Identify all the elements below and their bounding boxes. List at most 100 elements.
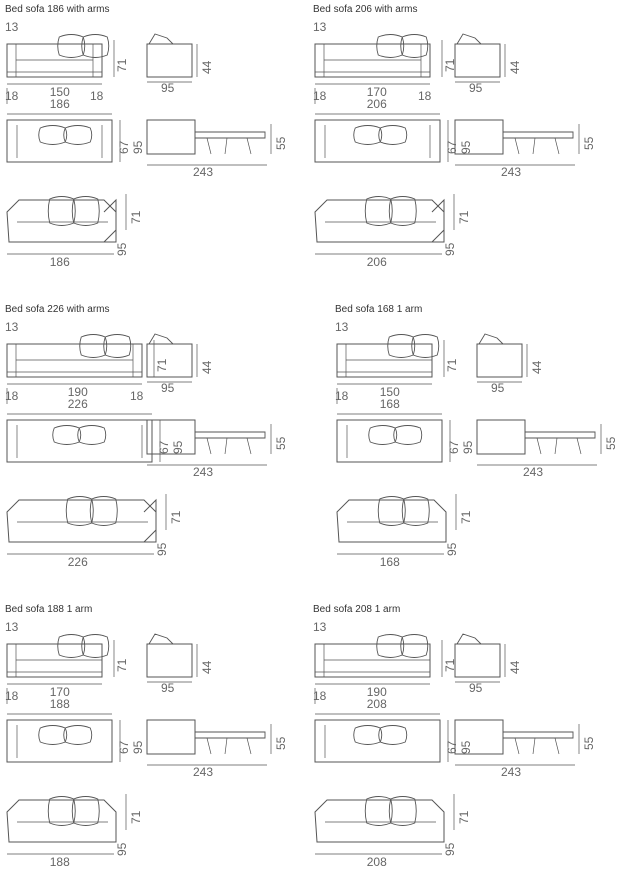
side-view-body [147, 644, 192, 677]
sofa-drawings [5, 604, 305, 889]
front-pillow-right [401, 635, 428, 658]
front-sofa-body [315, 44, 430, 77]
bed-view-body [147, 720, 195, 754]
dim-top-width: 226 [67, 397, 88, 411]
dim-persp-depth: 95 [443, 242, 457, 256]
dim-depth-small: 13 [5, 20, 19, 34]
front-pillow-right [104, 335, 131, 358]
dim-side-depth: 95 [161, 81, 175, 95]
top-view-body [7, 720, 112, 762]
dim-bed-height: 55 [604, 436, 618, 450]
side-view-body [455, 644, 500, 677]
sofa-panel-2: Bed sofa 206 with arms 13 71 170 18 18 9… [313, 4, 613, 289]
bed-mattress [503, 732, 573, 738]
dim-top-width: 208 [366, 697, 387, 711]
dim-depth-small: 13 [5, 620, 19, 634]
bed-legs [207, 738, 251, 754]
dim-persp-width: 168 [379, 555, 400, 569]
dim-persp-height: 71 [459, 510, 473, 524]
side-view-body [147, 44, 192, 77]
dim-depth-small: 13 [313, 620, 327, 634]
perspective-pillow-right [72, 797, 99, 826]
dim-arm-right: 18 [130, 389, 144, 403]
bed-legs [207, 138, 251, 154]
dim-top-width: 168 [379, 397, 400, 411]
perspective-sofa-outline [7, 200, 116, 242]
dim-top-depth-1: 67 [117, 740, 131, 754]
dim-side-depth: 95 [491, 381, 505, 395]
dim-top-depth-1: 67 [445, 140, 459, 154]
front-pillow-left [388, 335, 415, 358]
dim-top-depth-2: 95 [459, 740, 473, 754]
dim-side-depth: 95 [469, 681, 483, 695]
dim-side-depth: 95 [161, 381, 175, 395]
perspective-pillow-right [389, 797, 416, 826]
front-sofa-body [315, 644, 430, 677]
dim-top-depth-2: 95 [131, 140, 145, 154]
side-view-pillow [479, 334, 503, 344]
dim-arm-left: 18 [313, 89, 327, 103]
dim-bed-length: 243 [193, 165, 214, 179]
bed-view-body [477, 420, 525, 454]
panel-title: Bed sofa 186 with arms [5, 4, 110, 15]
bed-legs [537, 438, 581, 454]
top-pillow-left [53, 426, 81, 445]
side-view-pillow [149, 634, 173, 644]
dim-persp-depth: 95 [443, 842, 457, 856]
side-view-body [455, 44, 500, 77]
perspective-sofa-outline [337, 500, 446, 542]
panel-title: Bed sofa 208 1 arm [313, 604, 401, 615]
dim-arm-left: 18 [5, 389, 19, 403]
dim-bed-height: 55 [274, 436, 288, 450]
dim-side-height: 44 [200, 360, 214, 374]
side-view-body [147, 344, 192, 377]
dim-persp-width: 208 [366, 855, 387, 869]
dim-height: 71 [115, 658, 129, 672]
dim-bed-height: 55 [582, 736, 596, 750]
perspective-pillow-right [90, 497, 117, 526]
panel-title: Bed sofa 226 with arms [5, 304, 110, 315]
dim-top-width: 206 [366, 97, 387, 111]
bed-mattress [195, 132, 265, 138]
panel-title: Bed sofa 206 with arms [313, 4, 418, 15]
front-sofa-body [7, 344, 142, 377]
dim-persp-depth: 95 [115, 242, 129, 256]
dim-side-height: 44 [508, 660, 522, 674]
top-view-body [337, 420, 442, 462]
dim-persp-width: 226 [67, 555, 88, 569]
dim-persp-depth: 95 [115, 842, 129, 856]
dim-seat: 170 [49, 685, 70, 699]
front-sofa-body [7, 644, 102, 677]
top-view-body [7, 420, 152, 462]
dim-bed-length: 243 [501, 765, 522, 779]
perspective-arm-right [432, 200, 444, 242]
perspective-pillow-right [402, 497, 429, 526]
perspective-pillow-left [66, 497, 93, 526]
dim-height: 71 [155, 358, 169, 372]
bed-mattress [195, 732, 265, 738]
sofa-drawings [335, 304, 635, 589]
top-view-body [7, 120, 112, 162]
dim-bed-length: 243 [193, 765, 214, 779]
dim-top-width: 186 [49, 97, 70, 111]
bed-view-body [147, 120, 195, 154]
bed-view-body [455, 720, 503, 754]
dim-persp-height: 71 [169, 510, 183, 524]
dim-arm-right: 18 [90, 89, 104, 103]
top-pillow-left [39, 726, 67, 745]
front-pillow-right [412, 335, 439, 358]
dim-side-depth: 95 [469, 81, 483, 95]
dim-top-depth-1: 67 [157, 440, 171, 454]
dim-top-depth-1: 67 [447, 440, 461, 454]
dim-side-height: 44 [200, 60, 214, 74]
top-pillow-left [369, 426, 397, 445]
sofa-drawings [313, 604, 613, 889]
dim-seat: 190 [67, 385, 88, 399]
dim-persp-depth: 95 [445, 542, 459, 556]
side-view-pillow [457, 34, 481, 44]
front-pillow-left [58, 35, 85, 58]
dim-depth-small: 13 [313, 20, 327, 34]
dim-height: 71 [445, 358, 459, 372]
dim-persp-height: 71 [457, 810, 471, 824]
panel-title: Bed sofa 168 1 arm [335, 304, 423, 315]
